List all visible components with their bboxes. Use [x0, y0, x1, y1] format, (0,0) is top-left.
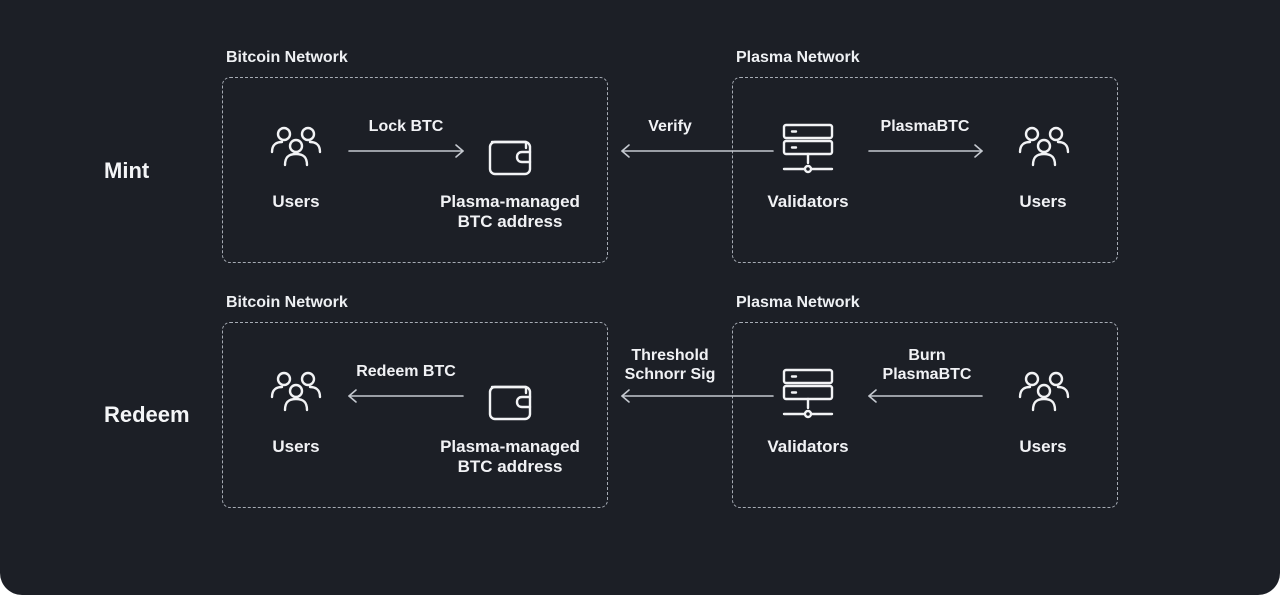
sig-line1: Threshold: [631, 347, 709, 364]
address-line2: BTC address: [457, 457, 563, 476]
redeem-btc-label: Redeem BTC: [356, 363, 456, 380]
redeem-plasma-network-box: [732, 322, 1118, 508]
redeem-btc-arrow-icon: [348, 389, 464, 403]
mint-users-right-label: Users: [1019, 192, 1067, 211]
threshold-sig-arrow-icon: [621, 389, 774, 403]
redeem-btc-address-label: Plasma-managed BTC address: [440, 437, 580, 477]
redeem-row-label: Redeem: [104, 402, 190, 427]
mint-btc-address-label: Plasma-managed BTC address: [440, 192, 580, 232]
burn-line1: Burn: [908, 347, 946, 364]
lock-btc-label: Lock BTC: [368, 118, 444, 135]
users-icon: [1018, 126, 1070, 167]
redeem-bitcoin-network-label: Bitcoin Network: [226, 294, 348, 311]
burn-line2: PlasmaBTC: [882, 366, 972, 383]
verify-arrow-icon: [621, 144, 774, 158]
sig-line2: Schnorr Sig: [624, 366, 716, 383]
redeem-bitcoin-network-box: [222, 322, 608, 508]
mint-plasma-network-box: [732, 77, 1118, 263]
lock-btc-arrow-icon: [348, 144, 464, 158]
mint-users-left-label: Users: [272, 192, 320, 211]
plasmabtc-arrow-icon: [868, 144, 983, 158]
mint-validators-label: Validators: [767, 192, 849, 211]
wallet-icon: [488, 140, 532, 176]
mint-plasma-network-label: Plasma Network: [736, 49, 860, 66]
mint-bitcoin-network-box: [222, 77, 608, 263]
users-icon: [270, 126, 322, 167]
mint-bitcoin-network-label: Bitcoin Network: [226, 49, 348, 66]
burn-arrow-icon: [868, 389, 983, 403]
redeem-users-left-label: Users: [272, 437, 320, 456]
address-line1: Plasma-managed: [440, 437, 580, 456]
redeem-validators-label: Validators: [767, 437, 849, 456]
address-line1: Plasma-managed: [440, 192, 580, 211]
address-line2: BTC address: [457, 212, 563, 231]
wallet-icon: [488, 385, 532, 421]
redeem-users-right-label: Users: [1019, 437, 1067, 456]
mint-row-label: Mint: [104, 158, 150, 183]
burn-plasmabtc-label: Burn PlasmaBTC: [883, 346, 972, 384]
plasmabtc-label: PlasmaBTC: [880, 118, 970, 135]
server-icon: [782, 368, 834, 419]
threshold-schnorr-sig-label: Threshold Schnorr Sig: [625, 346, 716, 384]
users-icon: [270, 371, 322, 412]
verify-label: Verify: [648, 118, 692, 135]
server-icon: [782, 123, 834, 174]
users-icon: [1018, 371, 1070, 412]
redeem-plasma-network-label: Plasma Network: [736, 294, 860, 311]
